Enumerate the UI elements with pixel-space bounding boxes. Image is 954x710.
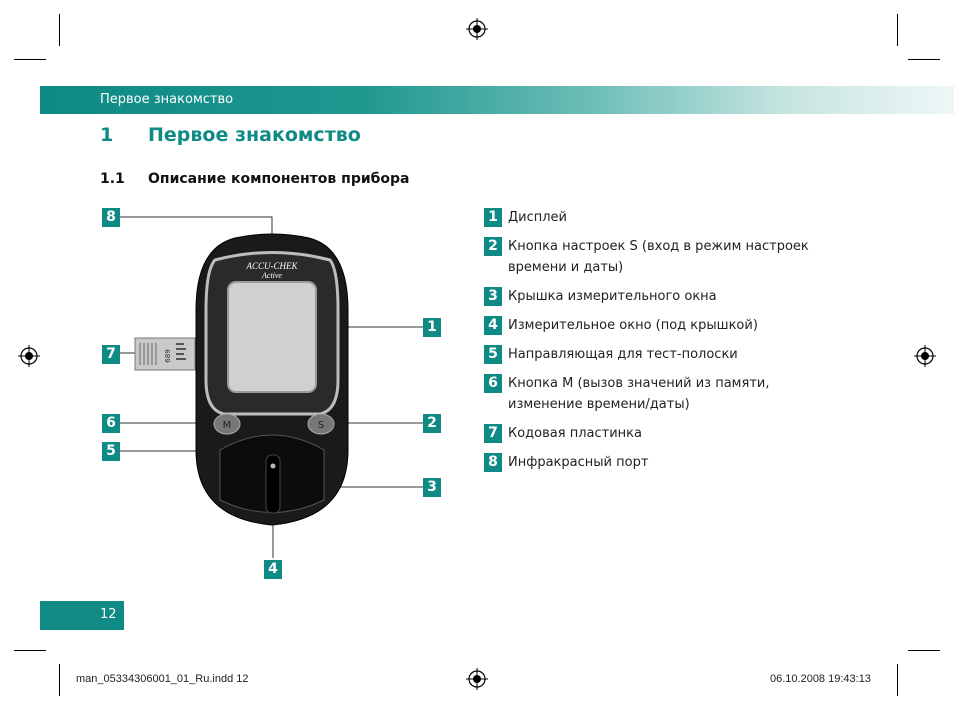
legend-item: 1 Дисплей bbox=[484, 207, 844, 228]
page-number-box bbox=[40, 601, 124, 630]
legend-item: 7 Кодовая пластинка bbox=[484, 423, 844, 444]
leader-line-8 bbox=[120, 216, 273, 235]
section-title: Описание компонентов прибора bbox=[148, 171, 410, 187]
callout-badge-4: 4 bbox=[264, 560, 282, 579]
display-screen bbox=[227, 281, 317, 393]
brand-label: ACCU-CHEK bbox=[245, 261, 298, 271]
registration-mark-icon bbox=[18, 345, 40, 367]
callout-badge-2: 2 bbox=[423, 414, 441, 433]
legend-badge: 8 bbox=[484, 453, 502, 472]
legend-text: Кнопка M (вызов значений из памяти, изме… bbox=[508, 376, 770, 412]
crop-mark bbox=[897, 664, 898, 696]
legend-text: Инфракрасный порт bbox=[508, 455, 649, 470]
legend-text: Кнопка настроек S (вход в режим настроек… bbox=[508, 239, 809, 275]
legend-item: 8 Инфракрасный порт bbox=[484, 452, 844, 473]
registration-mark-icon bbox=[466, 18, 488, 40]
callout-badge-7: 7 bbox=[102, 345, 120, 364]
legend-text: Дисплей bbox=[508, 210, 568, 225]
chapter-title: Первое знакомство bbox=[148, 124, 361, 146]
legend-text: Направляющая для тест-полоски bbox=[508, 347, 738, 362]
crop-mark bbox=[897, 14, 898, 46]
callout-badge-6: 6 bbox=[102, 414, 120, 433]
crop-mark bbox=[59, 664, 60, 696]
device-illustration: ACCU-CHEK Active M S 689 bbox=[120, 216, 423, 558]
code-chip: 689 bbox=[134, 337, 196, 371]
button-m-label: M bbox=[223, 420, 232, 431]
crop-mark bbox=[14, 59, 46, 60]
callout-badge-5: 5 bbox=[102, 442, 120, 461]
legend-badge: 4 bbox=[484, 316, 502, 335]
legend-item: 6 Кнопка M (вызов значений из памяти, из… bbox=[484, 373, 844, 415]
legend-badge: 2 bbox=[484, 237, 502, 256]
footer-filename: man_05334306001_01_Ru.indd 12 bbox=[76, 673, 249, 685]
crop-mark bbox=[908, 59, 940, 60]
test-strip-guide bbox=[265, 454, 281, 514]
chapter-number: 1 bbox=[100, 124, 114, 146]
legend-badge: 3 bbox=[484, 287, 502, 306]
registration-mark-icon bbox=[914, 345, 936, 367]
code-chip-number: 689 bbox=[164, 349, 172, 362]
button-s bbox=[307, 413, 335, 435]
legend-item: 2 Кнопка настроек S (вход в режим настро… bbox=[484, 236, 844, 278]
crop-mark bbox=[908, 650, 940, 651]
legend-badge: 1 bbox=[484, 208, 502, 227]
legend-badge: 5 bbox=[484, 345, 502, 364]
button-m bbox=[213, 413, 241, 435]
legend-text: Кодовая пластинка bbox=[508, 426, 642, 441]
footer-datetime: 06.10.2008 19:43:13 bbox=[770, 673, 871, 685]
measuring-window bbox=[270, 463, 276, 469]
legend-item: 5 Направляющая для тест-полоски bbox=[484, 344, 844, 365]
callout-badge-8: 8 bbox=[102, 208, 120, 227]
component-legend: 1 Дисплей 2 Кнопка настроек S (вход в ре… bbox=[484, 207, 844, 481]
brand-model: Active bbox=[261, 271, 282, 280]
legend-badge: 7 bbox=[484, 424, 502, 443]
callout-badge-1: 1 bbox=[423, 318, 441, 337]
section-number: 1.1 bbox=[100, 171, 125, 187]
registration-mark-icon bbox=[466, 668, 488, 690]
callout-badge-3: 3 bbox=[423, 478, 441, 497]
crop-mark bbox=[59, 14, 60, 46]
legend-badge: 6 bbox=[484, 374, 502, 393]
legend-text: Измерительное окно (под крышкой) bbox=[508, 318, 758, 333]
crop-mark bbox=[14, 650, 46, 651]
button-s-label: S bbox=[318, 420, 324, 431]
page-number: 12 bbox=[100, 607, 117, 622]
legend-item: 4 Измерительное окно (под крышкой) bbox=[484, 315, 844, 336]
header-band bbox=[40, 86, 954, 114]
header-band-title: Первое знакомство bbox=[100, 92, 234, 107]
legend-item: 3 Крышка измерительного окна bbox=[484, 286, 844, 307]
legend-text: Крышка измерительного окна bbox=[508, 289, 717, 304]
